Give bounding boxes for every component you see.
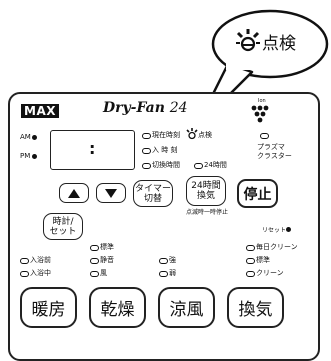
brand-logo: MAX: [21, 104, 59, 118]
on-time-label: 入 時 刻: [152, 146, 178, 154]
am-label: AM: [20, 133, 31, 141]
stop-button[interactable]: 停止: [237, 179, 278, 208]
on-time-lamp: [142, 148, 151, 154]
before-bath-lamp: [20, 258, 29, 264]
wind-label: 風: [100, 269, 107, 277]
down-arrow-icon: [105, 188, 117, 198]
ion-mark: Ion: [258, 98, 266, 104]
up-arrow-icon: [68, 188, 80, 198]
standard-lamp: [90, 245, 99, 251]
clean-label: クリーン: [256, 269, 284, 277]
off-time-lamp: [142, 163, 151, 169]
strong-lamp: [159, 258, 168, 264]
hours24-lamp: [194, 163, 203, 169]
down-button[interactable]: [96, 183, 126, 203]
cool-breeze-button[interactable]: 涼風: [158, 287, 215, 328]
reset-label: リセット: [262, 227, 287, 234]
weak-lamp: [159, 271, 168, 277]
vent-24h-button[interactable]: 24時間 換気: [186, 176, 226, 206]
plasma-cluster-label: プラズマ クラスター: [257, 143, 292, 160]
standard-label: 標準: [100, 243, 114, 251]
display-value: :: [89, 139, 96, 158]
light-indicator-icon: [236, 29, 260, 52]
during-bath-label: 入浴中: [30, 269, 51, 277]
strong-label: 強: [169, 256, 176, 264]
daily-clean-label: 毎日クリーン: [256, 243, 298, 251]
daily-clean-lamp: [246, 245, 255, 251]
timer-switch-button[interactable]: タイマー 切替: [133, 180, 173, 207]
standard2-lamp: [246, 258, 255, 264]
wind-lamp: [90, 271, 99, 277]
drying-button[interactable]: 乾燥: [89, 287, 146, 328]
clock-set-button[interactable]: 時計/ セット: [43, 213, 83, 240]
clean-lamp: [246, 271, 255, 277]
standard2-label: 標準: [256, 256, 270, 264]
am-lamp: [32, 135, 37, 140]
inspection-light-icon: [186, 128, 198, 140]
heating-button[interactable]: 暖房: [20, 287, 77, 328]
before-bath-label: 入浴前: [30, 256, 51, 264]
up-button[interactable]: [59, 183, 89, 203]
inspection-label: 点検: [198, 131, 212, 139]
weak-label: 弱: [169, 269, 176, 277]
pm-lamp: [32, 154, 37, 159]
ventilation-button[interactable]: 換気: [227, 287, 284, 328]
plasma-cluster-lamp: [260, 133, 269, 139]
current-time-label: 現在時刻: [152, 131, 180, 139]
lcd-display: :: [50, 130, 135, 170]
product-name: Dry-Fan 24: [103, 100, 188, 116]
callout-label: 点検: [262, 34, 296, 54]
off-time-label: 切換時間: [152, 161, 180, 169]
current-time-lamp: [142, 133, 151, 139]
reset-button[interactable]: [286, 227, 291, 232]
pm-label: PM: [20, 152, 31, 160]
quiet-label: 静音: [100, 256, 114, 264]
during-bath-lamp: [20, 271, 29, 277]
registered-mark: ®: [52, 106, 60, 115]
quiet-lamp: [90, 258, 99, 264]
plasma-cluster-icon: [251, 105, 269, 123]
hours24-label: 24時間: [204, 161, 227, 169]
blink-stop-label: 点滅時一時停止: [186, 209, 229, 216]
